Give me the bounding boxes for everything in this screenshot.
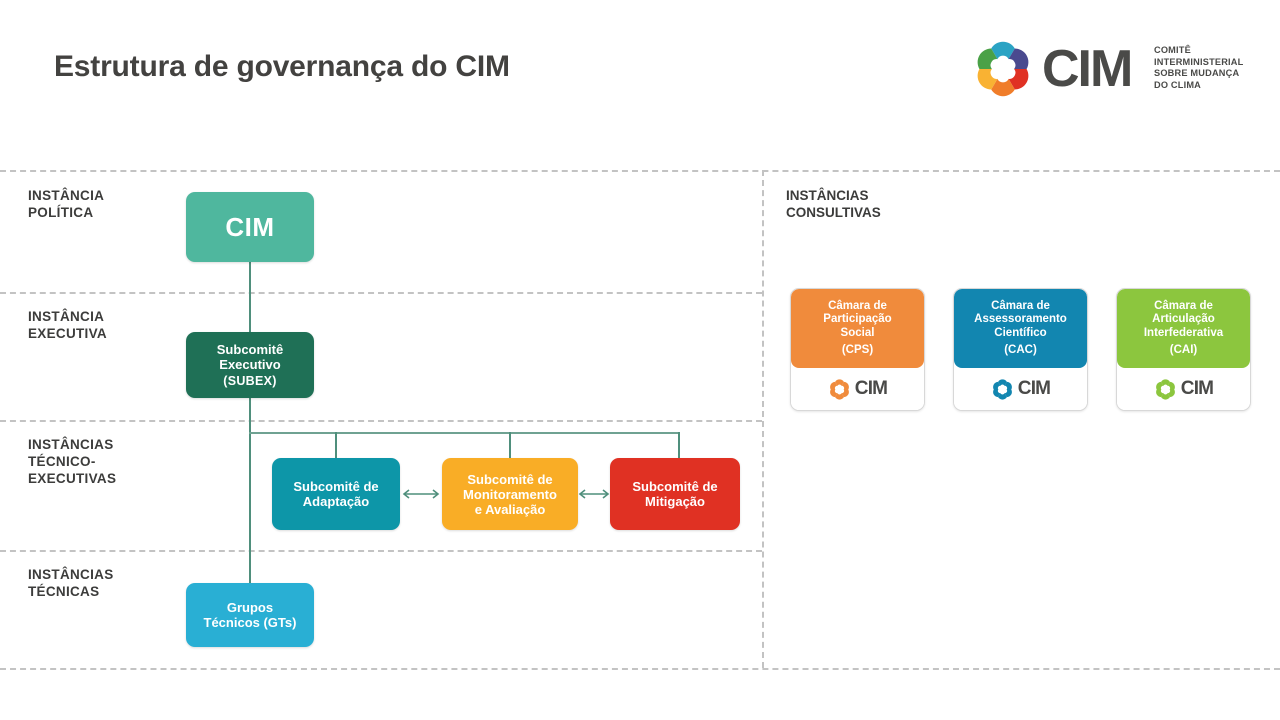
divider-politica-executiva [0,292,762,294]
node-gts-line-1: Grupos [226,600,274,615]
card-camara-assessoramento-cientifico[interactable]: Câmara de Assessoramento Científico (CAC… [953,288,1088,411]
connector-bus-horizontal [249,432,679,434]
row-label-tecnicas-line-1: INSTÂNCIAS [28,567,114,582]
row-label-tecnico-line-3: EXECUTIVAS [28,471,117,486]
node-subcomite-monitoramento-avaliacao[interactable]: Subcomitê de Monitoramento e Avaliação [442,458,578,530]
brand-subtitle: COMITÊ INTERMINISTERIAL SOBRE MUDANÇA DO… [1154,45,1243,91]
card-cac-title-line-1: Câmara de [991,299,1050,312]
node-cim-label: CIM [225,212,275,242]
node-subex-code: (SUBEX) [223,373,277,388]
card-cai-title-line-3: Interfederativa [1143,326,1224,339]
connector-bus-to-mitigacao [678,432,680,458]
node-adaptacao-line-1: Subcomitê de [293,479,379,494]
panel-title-line-1: INSTÂNCIAS [786,188,869,203]
row-label-tecnicas-line-2: TÉCNICAS [28,584,100,599]
brand-subtitle-line-4: DO CLIMA [1154,79,1202,90]
cim-gear-icon [977,41,1029,97]
row-label-executiva-line-1: INSTÂNCIA [28,309,105,324]
node-cim[interactable]: CIM [186,192,314,262]
row-label-tecnico-line-2: TÉCNICO- [28,454,96,469]
card-cps-footer: CIM [791,368,924,410]
row-label-tecnico-line-1: INSTÂNCIAS [28,437,114,452]
card-cps-code: (CPS) [841,344,874,356]
row-label-politica-line-1: INSTÂNCIA [28,188,105,203]
brand-subtitle-line-3: SOBRE MUDANÇA [1154,68,1240,79]
row-label-instancias-tecnicas: INSTÂNCIAS TÉCNICAS [28,566,114,600]
card-cps-footer-text: CIM [854,378,888,399]
card-cps-title-line-3: Social [840,326,875,339]
row-label-instancias-tecnico-executivas: INSTÂNCIAS TÉCNICO- EXECUTIVAS [28,436,116,487]
connector-bus-to-adaptacao [335,432,337,458]
connector-bus-to-monitoramento [509,432,511,458]
card-camara-articulacao-interfederativa[interactable]: Câmara de Articulação Interfederativa (C… [1116,288,1251,411]
brand-wordmark: CIM [1042,40,1133,98]
node-adaptacao-line-2: Adaptação [302,494,370,509]
brand-subtitle-line-2: INTERMINISTERIAL [1154,56,1244,67]
node-monitoramento-line-3: e Avaliação [474,501,546,517]
cim-gear-icon [829,378,849,400]
arrow-monitoramento-mitigacao [576,488,612,500]
connector-subex-to-gts [249,398,251,586]
node-monitoramento-line-1: Subcomitê de [467,471,553,487]
card-cac-footer: CIM [954,368,1087,410]
card-cps-title-line-2: Participação [823,313,892,325]
divider-vertical-panels [762,170,764,668]
connector-cim-to-subex [249,262,251,334]
brand-subtitle-line-1: COMITÊ [1154,45,1191,55]
card-cai-footer-text: CIM [1180,378,1214,399]
node-subcomite-adaptacao[interactable]: Subcomitê de Adaptação [272,458,400,530]
cim-brand-logo: CIM COMITÊ INTERMINISTERIAL SOBRE MUDANÇ… [972,36,1243,102]
cim-gear-icon [992,378,1012,400]
card-cai-code: (CAI) [1169,344,1198,356]
node-subcomite-mitigacao[interactable]: Subcomitê de Mitigação [610,458,740,530]
node-gts-line-2: Técnicos (GTs) [203,615,297,630]
row-label-executiva-line-2: EXECUTIVA [28,326,107,341]
card-cac-title-line-2: Assessoramento [974,313,1067,325]
card-cai-header: Câmara de Articulação Interfederativa (C… [1117,289,1250,368]
divider-executiva-tecnico [0,420,762,422]
card-camara-participacao-social[interactable]: Câmara de Participação Social (CPS) CIM [790,288,925,411]
row-label-instancia-politica: INSTÂNCIA POLÍTICA [28,187,104,221]
node-subex-line-2: Executivo [219,356,281,372]
card-cai-title-line-2: Articulação [1152,313,1215,325]
cim-gear-icon [1155,378,1175,400]
card-cps-title-line-1: Câmara de [828,299,887,312]
card-cac-title-line-3: Científico [994,326,1047,339]
divider-tecnico-tecnicas [0,550,762,552]
page-title: Estrutura de governança do CIM [54,50,510,83]
node-mitigacao-line-1: Subcomitê de [632,479,718,494]
card-cac-code: (CAC) [1004,344,1037,356]
node-mitigacao-line-2: Mitigação [645,494,705,509]
node-subex-line-1: Subcomitê [216,341,284,357]
divider-top [0,170,1280,172]
card-cac-header: Câmara de Assessoramento Científico (CAC… [954,289,1087,368]
card-cps-header: Câmara de Participação Social (CPS) [791,289,924,368]
node-subex[interactable]: Subcomitê Executivo (SUBEX) [186,332,314,398]
arrow-adaptacao-monitoramento [400,488,442,500]
panel-title-line-2: CONSULTIVAS [786,205,881,220]
card-cac-footer-text: CIM [1017,378,1051,399]
divider-bottom [0,668,1280,670]
panel-title-instancias-consultivas: INSTÂNCIAS CONSULTIVAS [786,187,881,221]
card-cai-title-line-1: Câmara de [1154,299,1213,312]
row-label-politica-line-2: POLÍTICA [28,205,94,220]
row-label-instancia-executiva: INSTÂNCIA EXECUTIVA [28,308,107,342]
card-cai-footer: CIM [1117,368,1250,410]
node-grupos-tecnicos[interactable]: Grupos Técnicos (GTs) [186,583,314,647]
node-monitoramento-line-2: Monitoramento [463,486,557,502]
